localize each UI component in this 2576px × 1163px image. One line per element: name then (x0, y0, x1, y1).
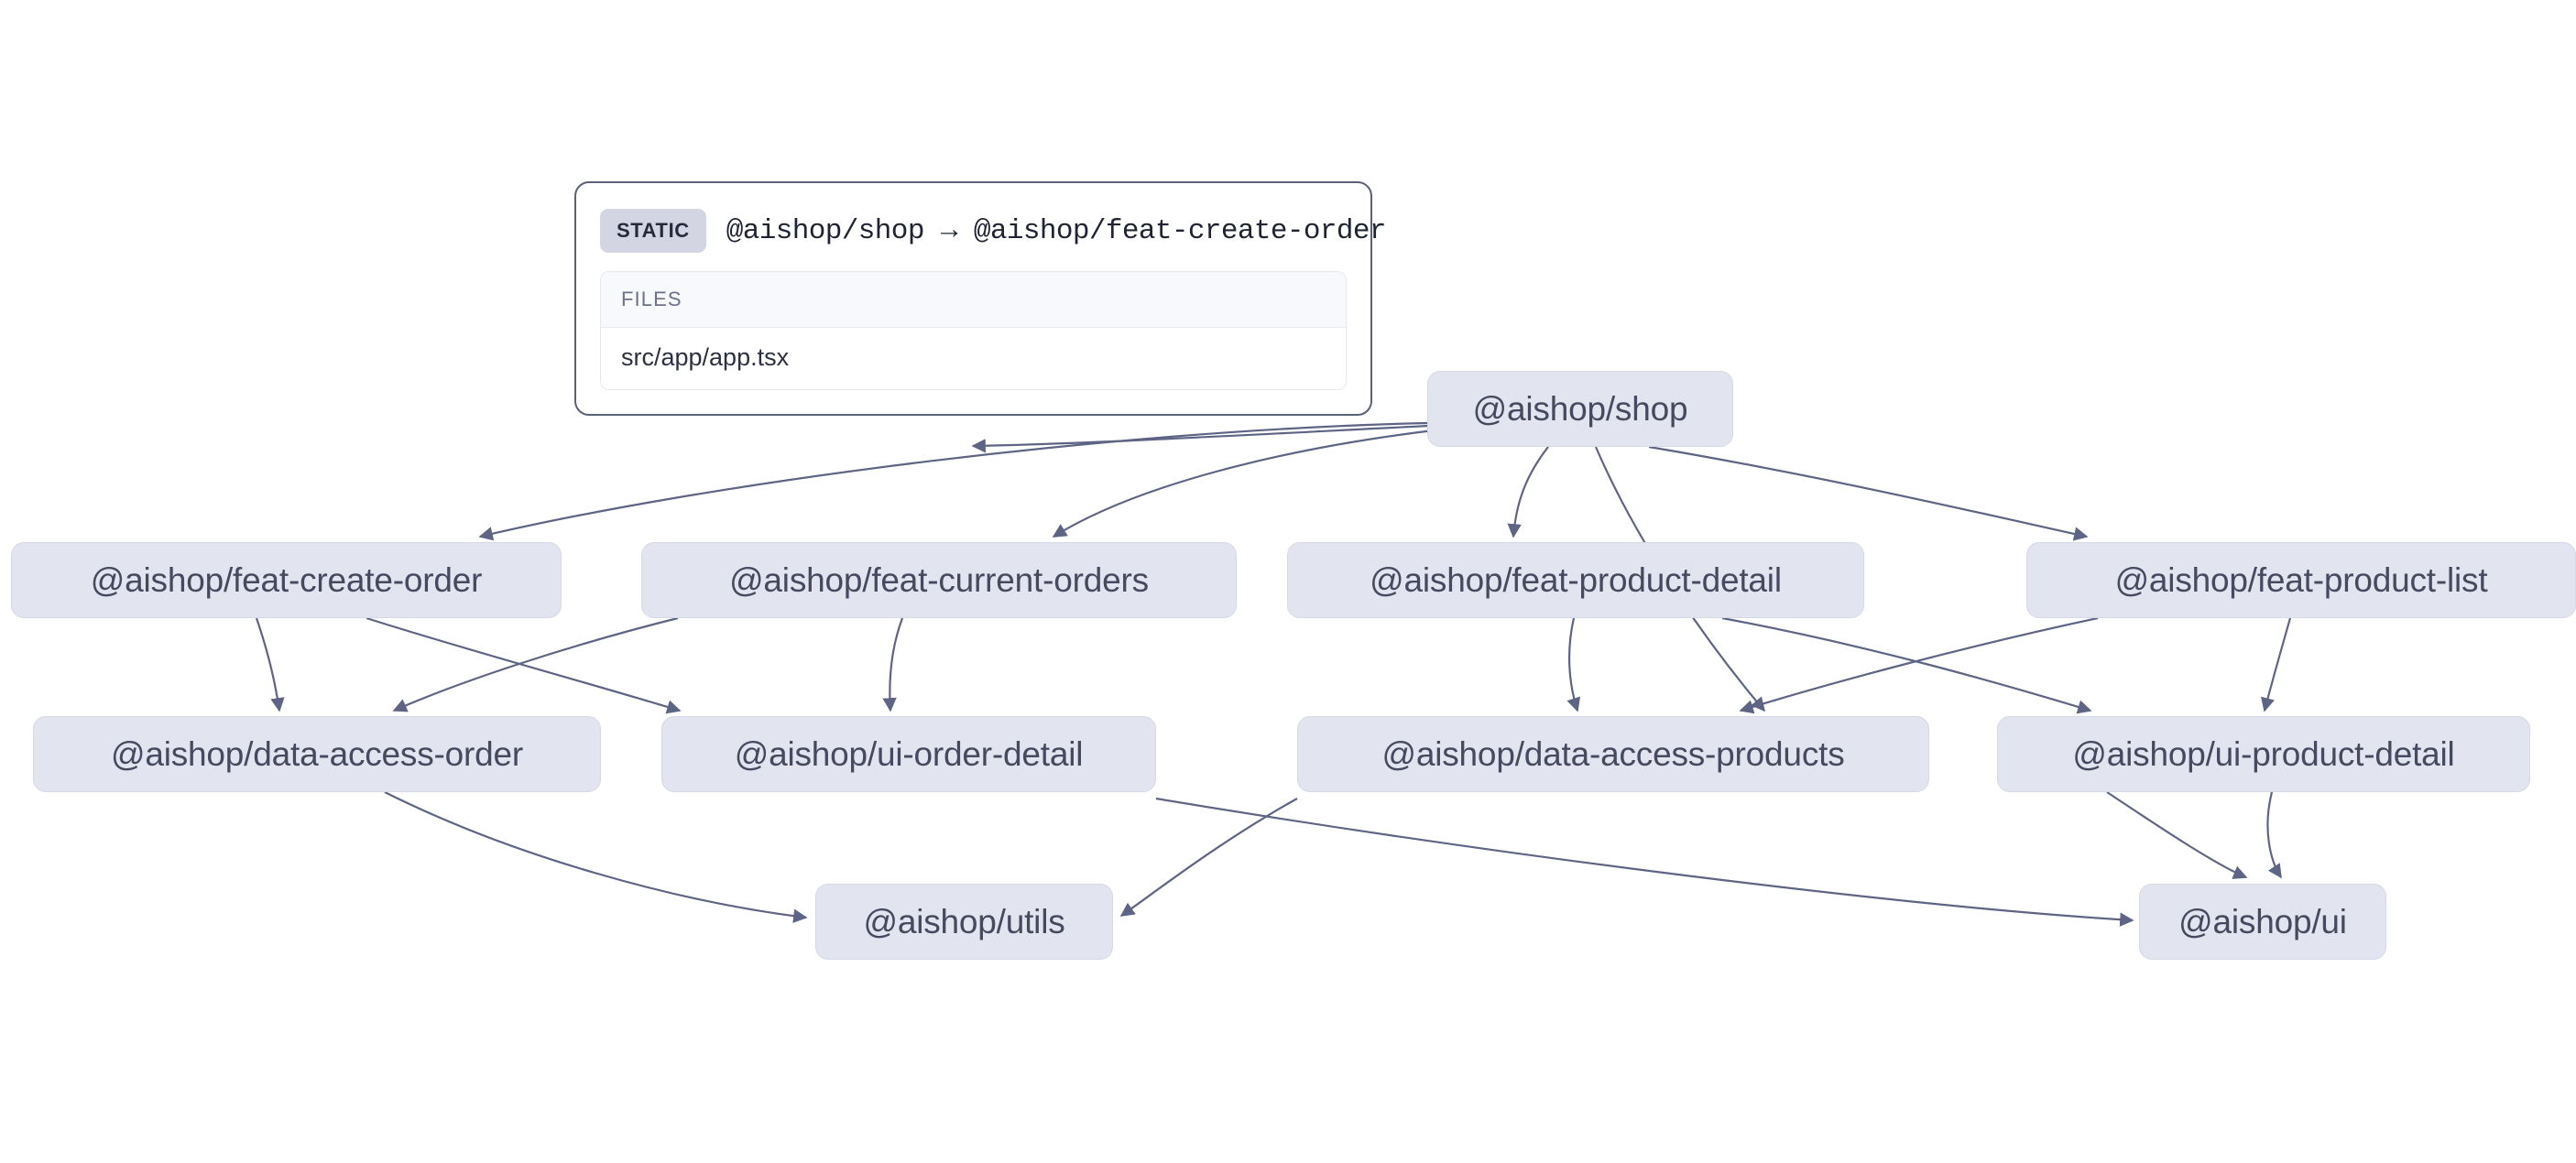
graph-node-data-access-products[interactable]: @aishop/data-access-products (1297, 716, 1929, 792)
edge-shop-to-feat-product-list (1648, 445, 2089, 541)
node-label: @aishop/feat-current-orders (729, 560, 1149, 599)
edge-ui-product-detail-to-ui-alt (2266, 791, 2282, 879)
edge-ui-product-detail-to-ui (2106, 791, 2248, 879)
edge-shop-to-feat-current-orders (1052, 429, 1435, 538)
graph-node-data-access-order[interactable]: @aishop/data-access-order (33, 716, 601, 792)
node-label: @aishop/utils (863, 902, 1065, 940)
graph-node-ui[interactable]: @aishop/ui (2139, 884, 2386, 960)
edge-feat-current-orders-to-data-access-order (392, 616, 679, 712)
edge-data-access-products-to-utils (1119, 798, 1298, 917)
edge-feat-create-order-to-data-access-order (255, 617, 285, 712)
edge-data-access-order-to-utils (384, 791, 808, 923)
graph-node-ui-order-detail[interactable]: @aishop/ui-order-detail (661, 716, 1156, 792)
edge-feat-product-list-to-ui-product-detail (2261, 617, 2292, 712)
edge-shop-to-card-anchor (971, 424, 1430, 453)
node-label: @aishop/ui (2178, 902, 2347, 940)
graph-node-feat-current-orders[interactable]: @aishop/feat-current-orders (641, 542, 1237, 618)
edge-feat-current-orders-to-ui-order-detail (882, 617, 904, 712)
tooltip-header: STATIC @aishop/shop → @aishop/feat-creat… (600, 203, 1387, 271)
graph-node-shop[interactable]: @aishop/shop (1427, 371, 1733, 447)
node-label: @aishop/shop (1472, 389, 1688, 428)
edge-detail-tooltip[interactable]: STATIC @aishop/shop → @aishop/feat-creat… (574, 181, 1387, 416)
node-label: @aishop/feat-product-list (2114, 560, 2488, 599)
files-panel: FILES src/app/app.tsx (600, 271, 1347, 390)
tooltip-dependency-title: @aishop/shop → @aishop/feat-create-order (726, 214, 1387, 247)
status-badge-static: STATIC (600, 209, 706, 253)
edge-feat-product-detail-to-data-access-products (1566, 617, 1581, 712)
node-label: @aishop/data-access-order (110, 734, 524, 773)
edge-shop-to-feat-product-detail (1507, 446, 1549, 538)
node-label: @aishop/ui-product-detail (2072, 734, 2455, 773)
files-section-header: FILES (601, 272, 1346, 328)
edge-ui-order-detail-to-ui (1155, 797, 2134, 927)
edge-shop-to-feat-create-order (478, 421, 1428, 541)
node-label: @aishop/ui-order-detail (734, 734, 1084, 773)
file-list-item[interactable]: src/app/app.tsx (601, 328, 1346, 389)
node-label: @aishop/data-access-products (1381, 734, 1845, 773)
node-label: @aishop/feat-create-order (90, 560, 483, 599)
node-label: @aishop/feat-product-detail (1370, 560, 1782, 599)
graph-node-feat-create-order[interactable]: @aishop/feat-create-order (11, 542, 562, 618)
graph-node-feat-product-list[interactable]: @aishop/feat-product-list (2026, 542, 2576, 618)
edge-feat-product-list-to-data-access-products (1739, 616, 2099, 714)
edge-feat-product-detail-to-ui-product-detail (1721, 616, 2092, 714)
graph-node-utils[interactable]: @aishop/utils (815, 884, 1113, 960)
graph-node-ui-product-detail[interactable]: @aishop/ui-product-detail (1997, 716, 2530, 792)
graph-node-feat-product-detail[interactable]: @aishop/feat-product-detail (1287, 542, 1864, 618)
edge-feat-create-order-to-ui-order-detail (366, 616, 682, 714)
